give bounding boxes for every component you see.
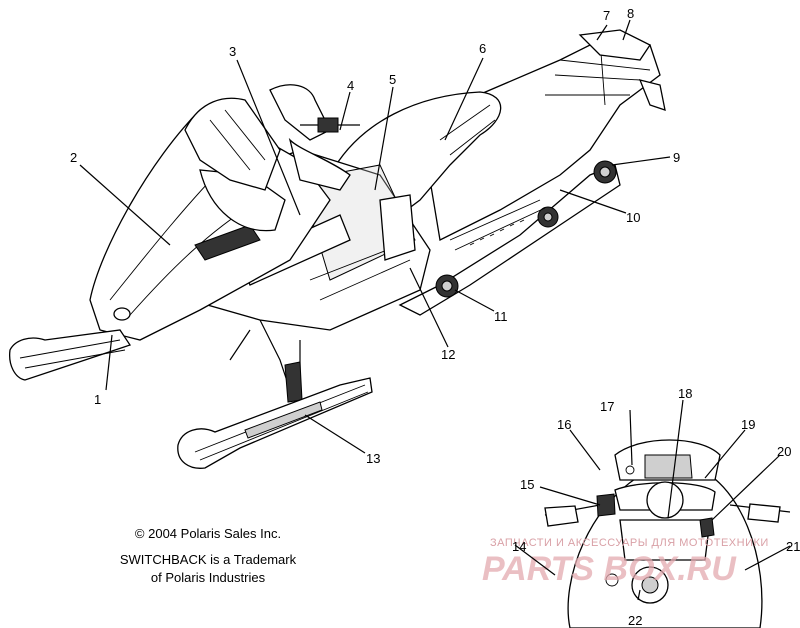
trademark-line-2: of Polaris Industries xyxy=(150,570,266,585)
callout-9: 9 xyxy=(673,150,680,165)
callout-19: 19 xyxy=(741,417,755,432)
callout-21: 21 xyxy=(786,539,800,554)
callout-2: 2 xyxy=(70,150,77,165)
callout-5: 5 xyxy=(389,72,396,87)
callout-6: 6 xyxy=(479,41,486,56)
watermark-logo: PARTS BOX.RU xyxy=(482,550,737,588)
callout-16: 16 xyxy=(557,417,571,432)
callout-11: 11 xyxy=(494,309,508,324)
callout-15: 15 xyxy=(520,477,534,492)
callout-8: 8 xyxy=(627,6,634,21)
copyright-text: © 2004 Polaris Sales Inc. xyxy=(134,526,282,541)
callout-7: 7 xyxy=(603,8,610,23)
callout-10: 10 xyxy=(626,210,640,225)
watermark: ЗАПЧАСТИ И АКСЕССУАРЫ ДЛЯ МОТОТЕХНИКИ PA… xyxy=(482,537,769,588)
callout-3: 3 xyxy=(229,44,236,59)
callout-14: 14 xyxy=(512,539,526,554)
trademark-line-1: SWITCHBACK is a Trademark xyxy=(119,552,297,567)
callout-17: 17 xyxy=(600,399,614,414)
callout-22: 22 xyxy=(628,613,642,628)
callout-4: 4 xyxy=(347,78,354,93)
callout-13: 13 xyxy=(366,451,380,466)
watermark-tagline: ЗАПЧАСТИ И АКСЕССУАРЫ ДЛЯ МОТОТЕХНИКИ xyxy=(490,537,769,549)
callout-labels: 1 2 3 4 5 6 7 8 9 10 11 12 13 14 15 16 1… xyxy=(70,6,800,628)
callout-1: 1 xyxy=(94,392,101,407)
callout-18: 18 xyxy=(678,386,692,401)
callout-20: 20 xyxy=(777,444,791,459)
leader-lines xyxy=(79,19,791,601)
snowmobile-illustration xyxy=(9,29,666,469)
callout-12: 12 xyxy=(441,347,455,362)
handlebar-detail-illustration xyxy=(544,439,791,628)
